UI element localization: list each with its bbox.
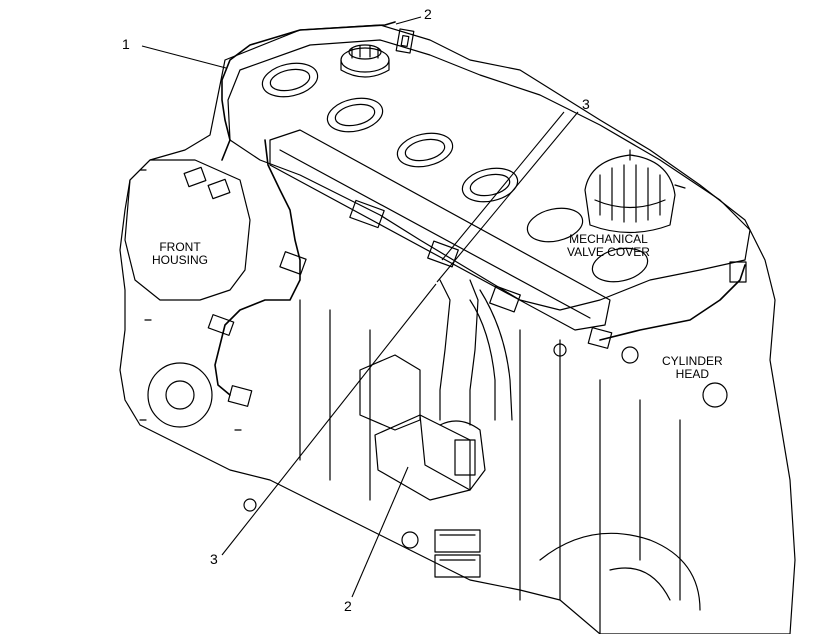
engine-block-outline xyxy=(119,24,796,635)
top-deck xyxy=(227,39,751,311)
harness-right-run xyxy=(599,264,746,341)
callout-2-bottom: 2 xyxy=(344,598,352,614)
leader-3-top-a xyxy=(436,111,579,283)
ecm-bracket xyxy=(359,354,486,501)
connector-left-2 xyxy=(207,251,307,407)
block-bottom-details xyxy=(539,532,701,611)
label-cylinder-head-line1: CYLINDER xyxy=(662,354,723,368)
cylinder-head-boss xyxy=(702,382,728,408)
label-mechanical-valve-cover: MECHANICAL VALVE COVER xyxy=(567,233,650,259)
port-2-inner xyxy=(334,103,376,127)
oil-filler-cap xyxy=(340,44,390,78)
port-2 xyxy=(326,97,384,133)
label-cylinder-head-line2: HEAD xyxy=(675,367,710,381)
port-1-inner xyxy=(269,68,311,92)
harness-conduit xyxy=(439,279,479,426)
label-front-housing-line1: FRONT xyxy=(159,240,201,254)
injector-harness-rail xyxy=(269,129,611,331)
port-4-inner xyxy=(469,173,511,197)
label-front-housing-line2: HOUSING xyxy=(152,253,209,267)
leader-3-bottom xyxy=(221,283,437,556)
connector-left-1 xyxy=(183,166,231,200)
front-housing xyxy=(124,159,251,301)
lower-connector-pair xyxy=(434,529,481,578)
label-mechanical-valve-cover-line2: VALVE COVER xyxy=(567,245,650,259)
main-harness-1 xyxy=(221,21,396,161)
leader-2-bottom xyxy=(351,466,409,598)
main-harness-lower xyxy=(214,139,301,396)
mechanical-valve-cover-dome xyxy=(584,149,686,234)
connector-top-2 xyxy=(395,28,415,54)
leader-2-top xyxy=(395,16,422,25)
block-ribs xyxy=(299,299,681,635)
callout-3-top: 3 xyxy=(582,96,590,112)
leader-3-top-b xyxy=(441,111,565,261)
front-pulley xyxy=(147,362,213,428)
port-1 xyxy=(261,62,319,98)
callout-2-top: 2 xyxy=(424,6,432,22)
harness-conduit-2 xyxy=(469,289,513,421)
callout-1: 1 xyxy=(122,36,130,52)
port-5 xyxy=(526,207,584,243)
label-front-housing: FRONT HOUSING xyxy=(152,241,208,267)
port-3-inner xyxy=(404,138,446,162)
callout-3-bottom: 3 xyxy=(210,551,218,567)
front-housing-bolts xyxy=(139,169,242,431)
leader-1 xyxy=(141,45,227,69)
port-3 xyxy=(396,132,454,168)
connector-injector-group xyxy=(349,199,747,349)
label-cylinder-head: CYLINDER HEAD xyxy=(662,355,723,381)
port-6 xyxy=(591,247,649,283)
port-4 xyxy=(461,167,519,203)
label-mechanical-valve-cover-line1: MECHANICAL xyxy=(569,232,648,246)
